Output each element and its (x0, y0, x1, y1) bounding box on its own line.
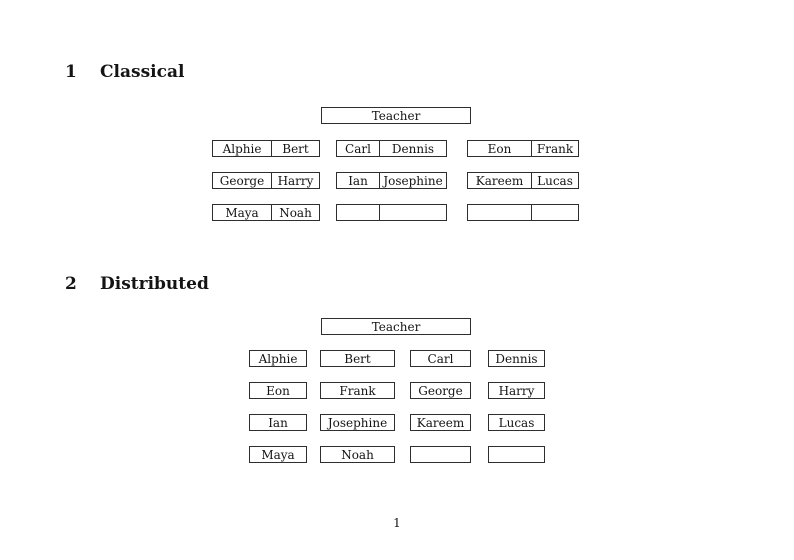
desk-single: Josephine (320, 414, 395, 431)
desk-single: Carl (410, 350, 471, 367)
desk-single: Noah (320, 446, 395, 463)
desk-seat: Lucas (537, 173, 573, 188)
desk-seat: Ian (337, 173, 380, 188)
desk-seat: Frank (536, 141, 574, 156)
desk-empty (336, 204, 447, 221)
desk-single: Dennis (488, 350, 545, 367)
section-number: 2 (65, 274, 77, 294)
desk-seat: George (213, 173, 272, 188)
desk-seat-empty (337, 205, 380, 220)
teacher-box-classical: Teacher (321, 107, 471, 124)
desk-single: Kareem (410, 414, 471, 431)
desk-single: Frank (320, 382, 395, 399)
section-title: Classical (100, 62, 185, 82)
desk-seat: Harry (277, 173, 314, 188)
desk-seat: Josephine (383, 173, 443, 188)
desk-seat: Bert (282, 141, 309, 156)
desk-single: Harry (488, 382, 545, 399)
desk-seat-empty (468, 205, 532, 220)
desk: Eon Frank (467, 140, 579, 157)
desk-single: Lucas (488, 414, 545, 431)
desk-single: Ian (249, 414, 307, 431)
desk-seat: Eon (468, 141, 532, 156)
section-title: Distributed (100, 274, 209, 294)
section-heading-classical: 1 Classical (65, 63, 184, 82)
desk-single: Maya (249, 446, 307, 463)
desk-seat-empty (532, 205, 578, 220)
desk: Carl Dennis (336, 140, 447, 157)
desk-empty (467, 204, 579, 221)
section-number: 1 (65, 62, 77, 82)
desk-seat: Carl (337, 141, 380, 156)
desk: George Harry (212, 172, 320, 189)
desk-seat: Alphie (213, 141, 272, 156)
desk-single: Bert (320, 350, 395, 367)
desk-single: George (410, 382, 471, 399)
desk-seat: Maya (213, 205, 272, 220)
teacher-box-distributed: Teacher (321, 318, 471, 335)
desk: Maya Noah (212, 204, 320, 221)
page-number: 1 (393, 516, 401, 530)
desk: Alphie Bert (212, 140, 320, 157)
desk-single-empty (410, 446, 471, 463)
section-heading-distributed: 2 Distributed (65, 275, 209, 294)
desk-seat: Kareem (468, 173, 532, 188)
desk: Ian Josephine (336, 172, 447, 189)
desk-single: Alphie (249, 350, 307, 367)
desk-single: Eon (249, 382, 307, 399)
desk: Kareem Lucas (467, 172, 579, 189)
desk-seat-empty (380, 205, 446, 220)
desk-seat: Dennis (391, 141, 435, 156)
desk-single-empty (488, 446, 545, 463)
desk-seat: Noah (279, 205, 312, 220)
